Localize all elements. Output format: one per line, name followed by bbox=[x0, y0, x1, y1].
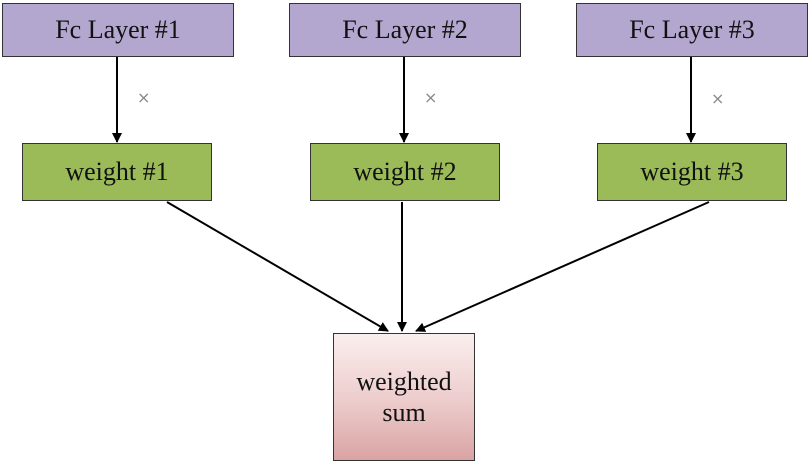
arrow-weight1-to-sum bbox=[166, 201, 389, 332]
multiply-symbol-2: × bbox=[424, 88, 438, 107]
weighted-sum-label-line1: weighted bbox=[356, 366, 452, 396]
weight-2-label: weight #2 bbox=[353, 157, 457, 187]
weight-1-box: weight #1 bbox=[22, 143, 212, 201]
fc-layer-3-box: Fc Layer #3 bbox=[576, 3, 808, 57]
fc-layer-2-box: Fc Layer #2 bbox=[289, 3, 521, 57]
multiply-symbol-1: × bbox=[137, 88, 151, 107]
fc-layer-1-box: Fc Layer #1 bbox=[2, 3, 234, 57]
multiply-symbol-3: × bbox=[711, 89, 725, 108]
weight-1-label: weight #1 bbox=[65, 157, 169, 187]
weighted-sum-label-line2: sum bbox=[382, 398, 426, 427]
weight-2-box: weight #2 bbox=[310, 143, 500, 201]
weight-3-box: weight #3 bbox=[597, 143, 787, 201]
weight-3-label: weight #3 bbox=[640, 157, 744, 187]
fc-layer-1-label: Fc Layer #1 bbox=[55, 15, 181, 45]
fc-layer-2-label: Fc Layer #2 bbox=[342, 15, 468, 45]
arrow-weight3-to-sum bbox=[415, 201, 710, 332]
fc-layer-3-label: Fc Layer #3 bbox=[629, 15, 755, 45]
weighted-sum-box: weighted sum bbox=[333, 333, 475, 461]
